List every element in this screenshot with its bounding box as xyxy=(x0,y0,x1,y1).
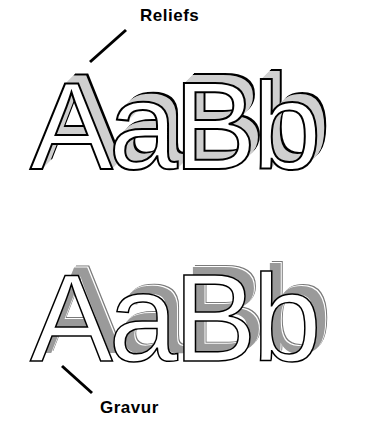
engraved-letters: AaBb xyxy=(30,256,317,380)
leader-line xyxy=(90,30,126,62)
part-label: Gravur xyxy=(100,398,159,418)
part-label: Reliefs xyxy=(140,6,199,26)
relief-letters: AaBb xyxy=(30,64,317,188)
